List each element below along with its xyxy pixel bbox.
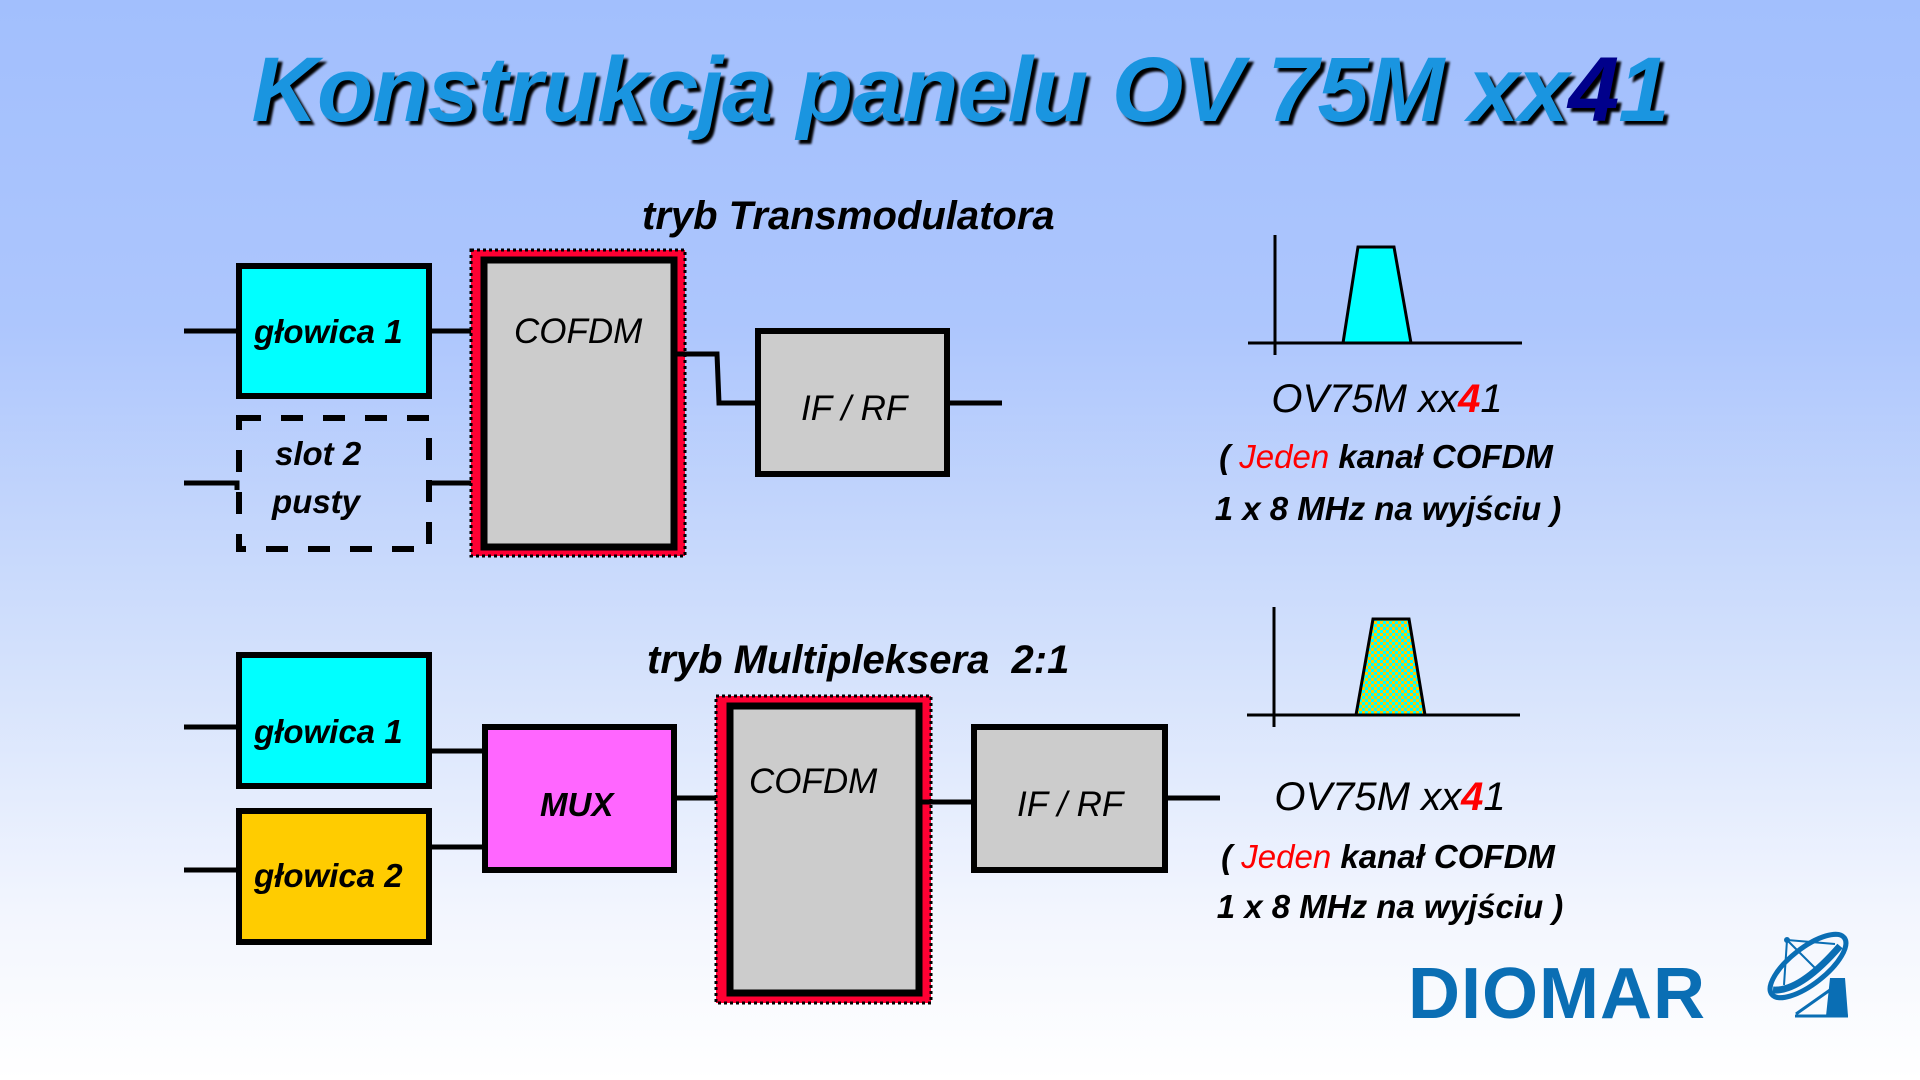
mux-label: MUX <box>540 786 614 823</box>
cofdm-box <box>726 702 923 997</box>
model-prefix: OV75M xx <box>1271 377 1459 421</box>
cofdm-box <box>480 256 678 551</box>
model-prefix: OV75M xx <box>1274 775 1462 819</box>
multiplexer-heading: tryb Multipleksera 2:1 <box>647 638 1070 682</box>
desc-count: Jeden <box>1241 838 1332 875</box>
ifrf-label: IF / RF <box>801 389 908 428</box>
spectrum-plot <box>1247 607 1520 727</box>
ifrf-label: IF / RF <box>1017 785 1124 824</box>
connector-cofdm-ifrf <box>677 351 758 406</box>
satellite-dish-icon <box>1767 931 1849 1018</box>
slot2-empty-label: pusty <box>272 483 361 520</box>
model-suffix: 1 <box>1480 377 1503 421</box>
channel-description: ( Jeden kanał COFDM <box>1166 438 1606 476</box>
transmodulator-heading: tryb Transmodulatora <box>642 194 1055 238</box>
ifrf-box <box>971 724 1168 873</box>
tuner2-box <box>236 808 432 945</box>
desc-open: ( <box>1221 838 1242 875</box>
tuner1-label: głowica 1 <box>254 313 403 350</box>
page-title: Konstrukcja panelu OV 75M xx41 <box>0 38 1920 143</box>
model-highlight: 4 <box>1458 377 1481 421</box>
desc-open: ( <box>1219 438 1240 475</box>
output-description: 1 x 8 MHz na wyjściu ) <box>1214 490 1562 527</box>
cofdm-label: COFDM <box>514 312 643 351</box>
output-description: 1 x 8 MHz na wyjściu ) <box>1216 888 1564 925</box>
tuner1-box <box>236 652 432 789</box>
title-prefix: Konstrukcja panelu OV 75M xx <box>251 39 1570 141</box>
cofdm-label: COFDM <box>749 762 878 801</box>
model-highlight: 4 <box>1461 775 1484 819</box>
brand-logo: DIOMAR <box>1408 954 1706 1034</box>
tuner2-label: głowica 2 <box>254 857 403 894</box>
desc-rest: kanał COFDM <box>1329 438 1553 475</box>
transmodulator-diagram <box>184 235 1522 558</box>
spectrum-channel <box>1354 617 1427 717</box>
spectrum-channel <box>1341 245 1413 345</box>
title-highlight: 4 <box>1568 39 1619 141</box>
title-suffix: 1 <box>1618 39 1669 141</box>
model-label: OV75M xx41 <box>1180 775 1600 820</box>
model-suffix: 1 <box>1483 775 1506 819</box>
desc-count: Jeden <box>1239 438 1330 475</box>
desc-rest: kanał COFDM <box>1331 838 1555 875</box>
input-line-slot2 <box>184 480 240 490</box>
tuner1-label: głowica 1 <box>254 713 403 750</box>
mux-box <box>482 724 677 873</box>
multiplexer-diagram <box>184 607 1520 1005</box>
slot2-label: slot 2 <box>275 435 362 472</box>
spectrum-plot <box>1248 235 1522 355</box>
model-label: OV75M xx41 <box>1177 377 1597 422</box>
channel-description: ( Jeden kanał COFDM <box>1168 838 1608 876</box>
